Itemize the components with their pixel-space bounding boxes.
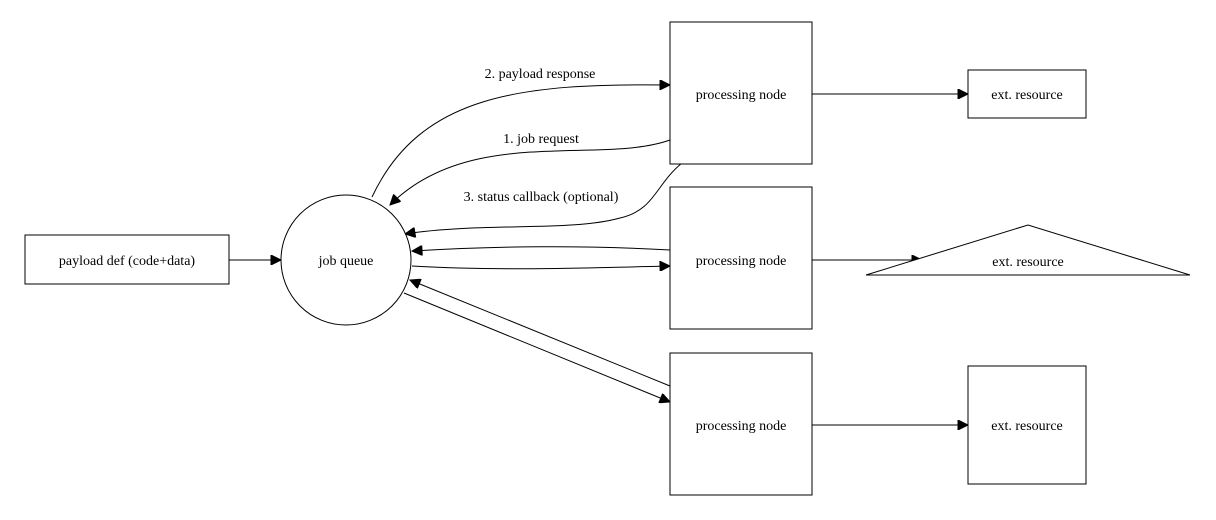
node-processing-3: processing node — [669, 352, 813, 496]
edge-node2-to-job-queue — [412, 247, 671, 251]
node-ext-resource-3: ext. resource — [967, 365, 1087, 485]
node-ext-resource-1: ext. resource — [967, 69, 1087, 119]
node-job-queue-label: job queue — [318, 254, 374, 269]
edge-label-status-callback: 3. status callback (optional) — [464, 190, 619, 205]
node-ext-resource-1-label: ext. resource — [991, 88, 1063, 103]
edge-job-queue-to-node3 — [403, 292, 670, 402]
edge-job-queue-to-node2 — [411, 266, 670, 269]
node-processing-1-label: processing node — [696, 88, 787, 103]
node-processing-2: processing node — [669, 186, 813, 330]
node-ext-resource-3-label: ext. resource — [991, 419, 1063, 434]
node-processing-1: processing node — [669, 21, 813, 165]
node-processing-3-label: processing node — [696, 419, 787, 434]
edge-status-callback — [405, 162, 683, 234]
node-ext-resource-2-label: ext. resource — [992, 255, 1064, 270]
edge-node3-to-job-queue — [410, 280, 671, 387]
node-ext-resource-2: ext. resource — [865, 224, 1191, 276]
edge-payload-response — [371, 85, 670, 198]
edges — [229, 85, 968, 425]
node-payload-def-label: payload def (code+data) — [59, 254, 195, 269]
edge-label-job-request: 1. job request — [503, 132, 579, 147]
node-payload-def: payload def (code+data) — [24, 234, 230, 285]
node-processing-2-label: processing node — [696, 254, 787, 269]
edge-labels: 2. payload response 1. job request 3. st… — [464, 67, 619, 205]
edge-label-payload-response: 2. payload response — [485, 67, 596, 82]
node-job-queue: job queue — [280, 194, 412, 326]
edge-job-request — [390, 139, 671, 205]
